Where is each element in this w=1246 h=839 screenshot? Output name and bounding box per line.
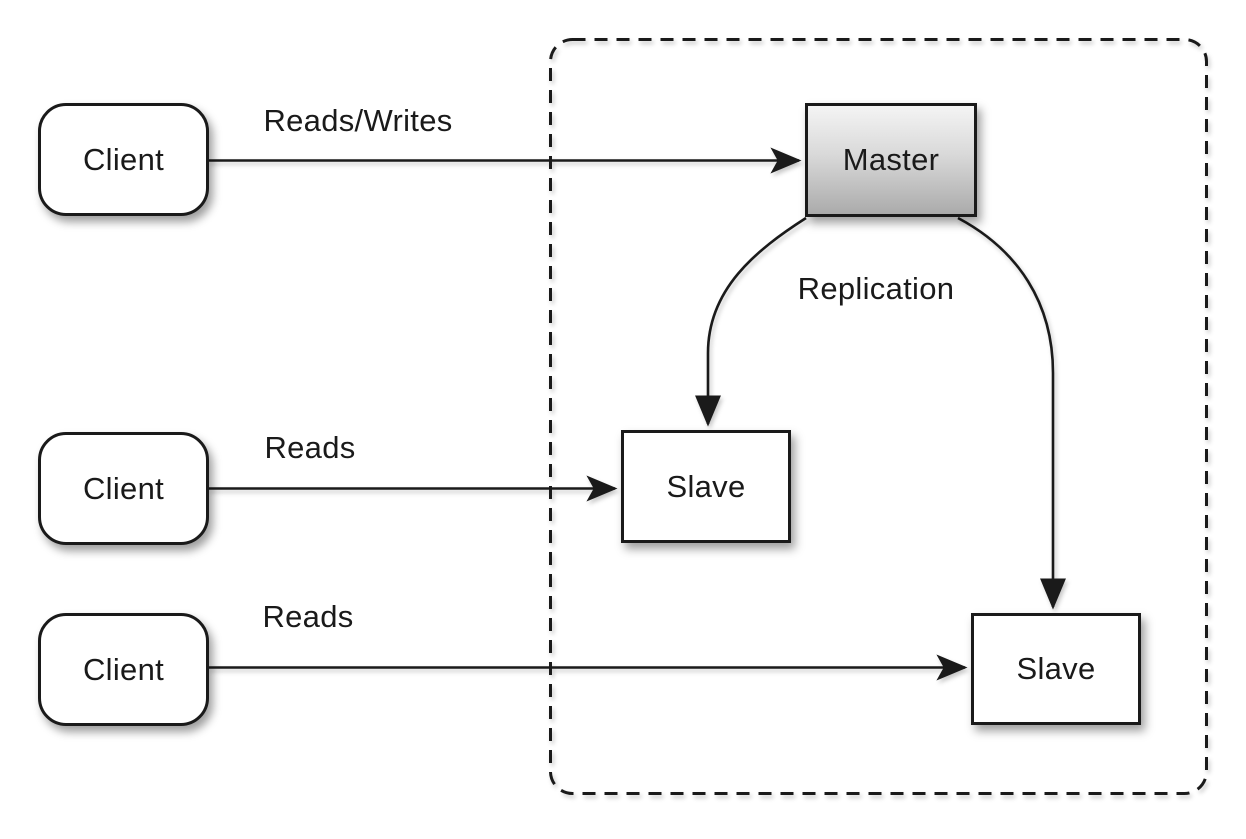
edge-label-reads-1: Reads (264, 430, 356, 465)
client-node-2: Client (38, 432, 209, 545)
edge-label-reads-writes: Reads/Writes (263, 103, 453, 138)
edge-label-replication: Replication (797, 271, 955, 306)
client-node-1-label: Client (82, 141, 165, 177)
slave-node-1: Slave (621, 430, 791, 543)
master-node: Master (805, 103, 977, 217)
arrow-replication-master-to-slave1 (695, 216, 807, 427)
edge-label-reads-2: Reads (262, 599, 354, 634)
replication-boundary (549, 38, 1208, 795)
arrow-replication-master-to-slave2 (957, 216, 1066, 610)
client-node-3-label: Client (82, 651, 165, 687)
client-node-3: Client (38, 613, 209, 726)
client-node-2-label: Client (82, 470, 165, 506)
slave-node-2: Slave (971, 613, 1141, 725)
slave-node-2-label: Slave (1016, 651, 1096, 686)
client-node-1: Client (38, 103, 209, 216)
slave-node-1-label: Slave (666, 468, 746, 504)
master-node-label: Master (842, 142, 940, 177)
